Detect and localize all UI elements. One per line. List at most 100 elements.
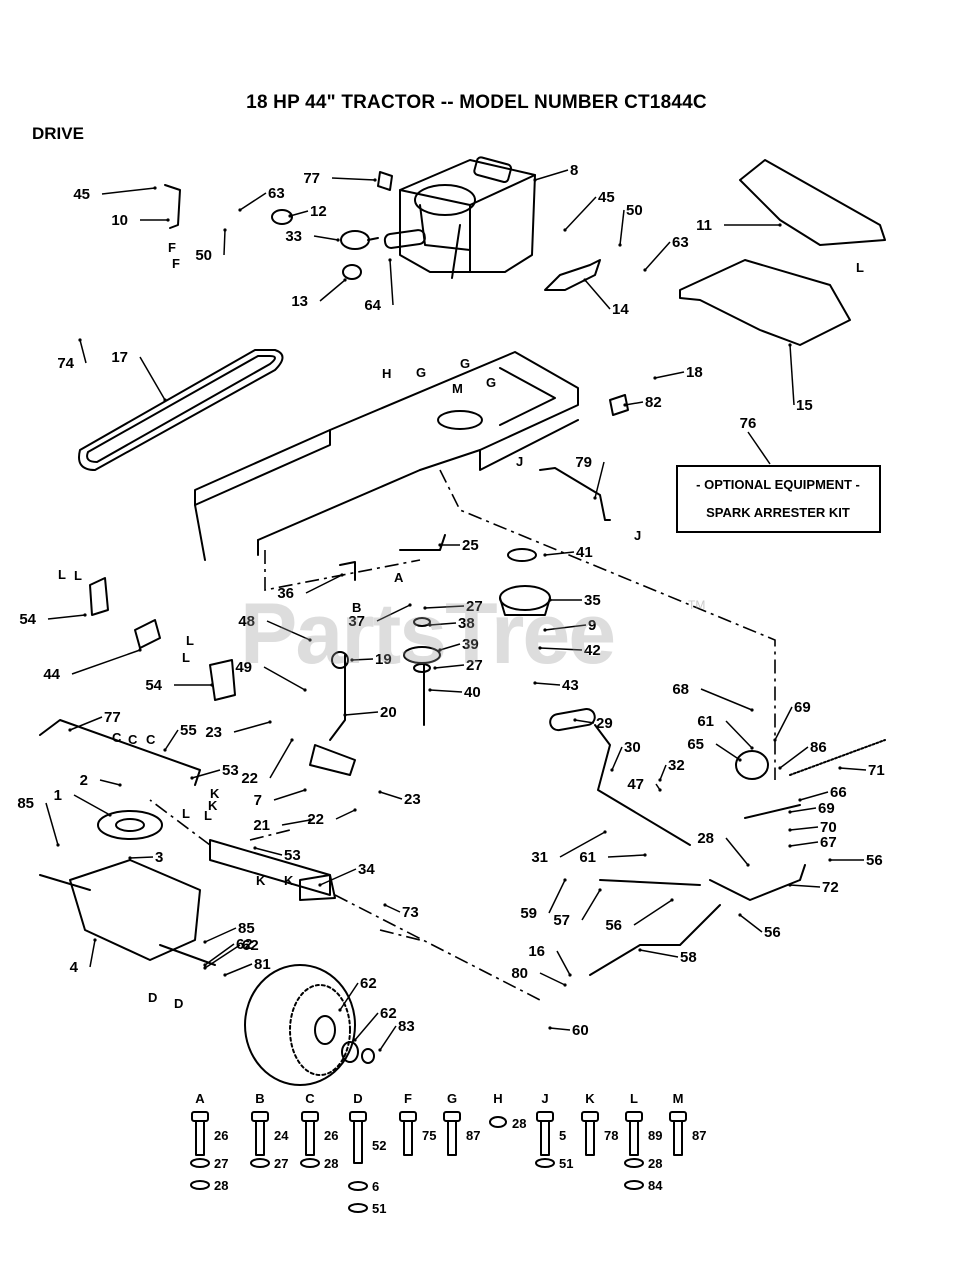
callout-35: 35 <box>584 592 601 609</box>
connector-letter-l-3: L <box>182 650 190 665</box>
callout-14: 14 <box>612 301 629 318</box>
connector-letter-l-5: L <box>204 808 212 823</box>
legend-j-part-5: 5 <box>559 1128 566 1143</box>
right-linkage-drawing <box>549 708 886 976</box>
legend-j-part-51: 51 <box>559 1156 573 1171</box>
legend-h-part-28: 28 <box>512 1116 526 1131</box>
hardware-legend: A262728B2427C2628D52651F75G87H28J551K78L… <box>190 1091 706 1216</box>
connector-letter-c-1: C <box>128 732 138 747</box>
connector-letter-l-4: L <box>856 260 864 275</box>
legend-letter-d: D <box>353 1091 362 1106</box>
callout-62-2: 62 <box>380 1005 397 1022</box>
callout-45-1: 45 <box>598 189 615 206</box>
optional-equipment-line1: - OPTIONAL EQUIPMENT - <box>696 477 860 492</box>
connector-letter-c-0: C <box>112 730 122 745</box>
connector-letter-g-1: G <box>460 356 470 371</box>
callout-63-1: 63 <box>672 234 689 251</box>
connector-letter-h-0: H <box>382 366 391 381</box>
legend-c-part-28: 28 <box>324 1156 338 1171</box>
callout-4: 4 <box>70 959 79 976</box>
callout-66: 66 <box>830 784 847 801</box>
legend-f-part-75: 75 <box>422 1128 436 1143</box>
connector-letter-l-6: L <box>182 806 190 821</box>
legend-letter-c: C <box>305 1091 315 1106</box>
pulley-stack <box>403 548 551 726</box>
connector-letter-m-0: M <box>452 381 463 396</box>
callout-70: 70 <box>820 819 837 836</box>
left-bracket-drawing <box>39 619 356 901</box>
callout-77-1: 77 <box>104 709 121 726</box>
callout-56-2: 56 <box>764 924 781 941</box>
connector-letter-b-0: B <box>352 600 361 615</box>
callout-21: 21 <box>253 817 270 834</box>
callout-43: 43 <box>562 677 579 694</box>
legend-letter-k: K <box>585 1091 595 1106</box>
callout-67: 67 <box>820 834 837 851</box>
page-title: 18 HP 44" TRACTOR -- MODEL NUMBER CT1844… <box>246 92 707 113</box>
callout-79: 79 <box>575 454 592 471</box>
callout-62: 62 <box>242 937 259 954</box>
connector-letter-k-2: K <box>284 873 294 888</box>
callout-65: 65 <box>687 736 704 753</box>
callout-41: 41 <box>576 544 593 561</box>
callout-54: 54 <box>19 611 36 628</box>
small-parts <box>89 171 629 701</box>
legend-a-part-28: 28 <box>214 1178 228 1193</box>
callout-23-1: 23 <box>404 791 421 808</box>
optional-equipment-box: - OPTIONAL EQUIPMENT - SPARK ARRESTER KI… <box>676 415 881 533</box>
guide-lines <box>149 469 776 1001</box>
callout-30: 30 <box>624 739 641 756</box>
callout-55: 55 <box>180 722 197 739</box>
callout-31: 31 <box>531 849 548 866</box>
callout-61-1: 61 <box>579 849 596 866</box>
callout-61: 61 <box>697 713 714 730</box>
connector-letter-k-1: K <box>256 873 266 888</box>
belt-drawing <box>78 349 284 471</box>
callout-56-1: 56 <box>605 917 622 934</box>
legend-letter-j: J <box>541 1091 548 1106</box>
plates-drawing <box>679 159 886 346</box>
legend-l-part-28: 28 <box>648 1156 662 1171</box>
section-label: DRIVE <box>32 124 84 143</box>
callout-27: 27 <box>466 657 483 674</box>
callout-3: 3 <box>155 849 163 866</box>
watermark-trademark: TM <box>688 598 706 612</box>
callout-60: 60 <box>572 1022 589 1039</box>
connector-letter-f-1: F <box>172 256 180 271</box>
callout-59: 59 <box>520 905 537 922</box>
legend-letter-m: M <box>673 1091 684 1106</box>
callout-82: 82 <box>645 394 662 411</box>
callout-37: 37 <box>348 613 365 630</box>
legend-l-part-84: 84 <box>648 1178 663 1193</box>
callout-49: 49 <box>235 659 252 676</box>
legend-l-part-89: 89 <box>648 1128 662 1143</box>
callout-39: 39 <box>462 636 479 653</box>
callout-74: 74 <box>57 355 74 372</box>
legend-letter-b: B <box>255 1091 264 1106</box>
callout-32: 32 <box>668 757 685 774</box>
callout-58: 58 <box>680 949 697 966</box>
callout-69-1: 69 <box>818 800 835 817</box>
callout-22-1: 22 <box>307 811 324 828</box>
callout-63: 63 <box>268 185 285 202</box>
callout-83: 83 <box>398 1018 415 1035</box>
connector-letter-f-0: F <box>168 240 176 255</box>
callout-77: 77 <box>303 170 320 187</box>
callout-44: 44 <box>43 666 60 683</box>
callout-53-1: 53 <box>284 847 301 864</box>
connector-letter-a-0: A <box>394 570 404 585</box>
spark-arrester-kit-label: SPARK ARRESTER KIT <box>706 505 850 520</box>
connector-letter-c-2: C <box>146 732 156 747</box>
callout-50: 50 <box>195 247 212 264</box>
legend-a-part-26: 26 <box>214 1128 228 1143</box>
wheel-drawing <box>244 964 375 1086</box>
callout-1: 1 <box>54 787 62 804</box>
callout-25: 25 <box>462 537 479 554</box>
callout-54-1: 54 <box>145 677 162 694</box>
callout-72: 72 <box>822 879 839 896</box>
callout-73: 73 <box>402 904 419 921</box>
connector-letter-j-1: J <box>634 528 641 543</box>
callout-57: 57 <box>553 912 570 929</box>
connector-letter-k-3: K <box>208 798 218 813</box>
